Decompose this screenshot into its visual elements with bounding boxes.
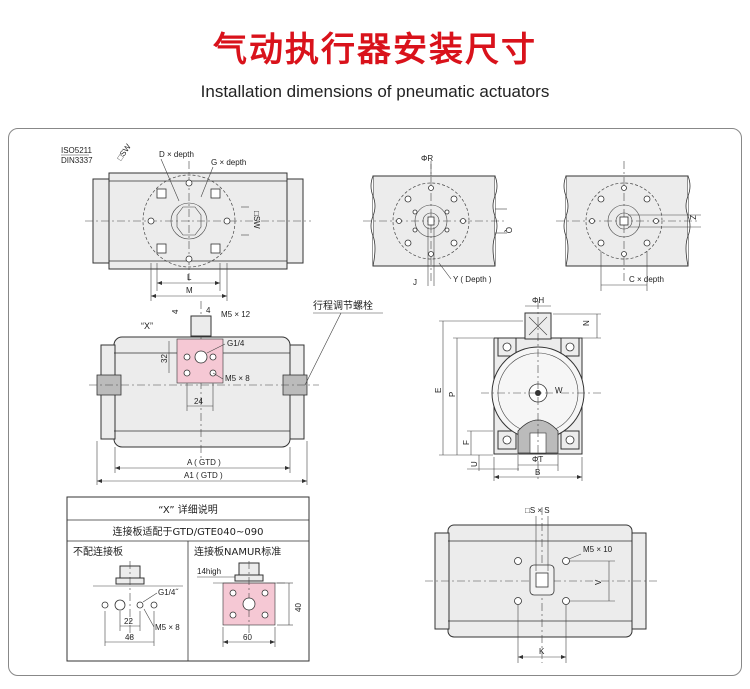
stroke-screw-label: 行程调节螺栓: [313, 299, 373, 312]
std-din-label: DIN3337: [61, 156, 93, 165]
dim-22-label: 22: [124, 617, 133, 626]
c-depth-label: C × depth: [629, 275, 664, 284]
dim-n-label: N: [582, 320, 591, 326]
g14-label: G1/4: [227, 339, 245, 348]
bottom-view: □S × S M5 × 10 V K: [425, 506, 657, 663]
a-gtd-label: A ( GTD ): [187, 458, 221, 467]
top-view: ISO5211 DIN3337 □SW D × depth G × depth …: [61, 142, 311, 301]
a1-gtd-label: A1 ( GTD ): [184, 471, 223, 480]
side-view: ΦH N E P W F U ΦT B: [434, 296, 601, 481]
dim-u-label: U: [470, 461, 479, 467]
drawing-frame: ISO5211 DIN3337 □SW D × depth G × depth …: [8, 128, 742, 676]
phi-r-label: ΦR: [421, 154, 433, 163]
left-g14-label: G1/4˝: [158, 588, 179, 597]
dim-24-label: 24: [194, 397, 203, 406]
high14-label: 14high: [197, 567, 221, 576]
dim-40-label: 40: [294, 603, 303, 612]
x-marker-label: “X”: [141, 321, 153, 331]
dim-32-label: 32: [160, 354, 169, 363]
g-depth-label: G × depth: [211, 158, 246, 167]
m5x10-label: M5 × 10: [583, 545, 613, 554]
dim-b-label: B: [535, 468, 540, 477]
front-view: “X” 4 4 M5 × 12 G1/4 32 M5 × 8 24 A ( GT…: [89, 299, 383, 485]
sxs-label: □S × S: [525, 506, 550, 515]
page-title: 气动执行器安装尺寸: [213, 30, 537, 70]
page-subtitle: Installation dimensions of pneumatic act…: [200, 82, 550, 101]
m5x8-label: M5 × 8: [225, 374, 250, 383]
dim-m-label: M: [186, 286, 193, 295]
m5x12-label: M5 × 12: [221, 310, 251, 319]
detail-view-b: Z C × depth: [556, 161, 701, 291]
dim-4-label: 4: [171, 309, 180, 314]
dim-w-label: W: [555, 386, 563, 395]
x-detail-heading: “X” 详细说明: [158, 503, 217, 516]
left-m5x8-label: M5 × 8: [155, 623, 180, 632]
dim-f-label: F: [462, 440, 471, 445]
y-depth-label: Y ( Depth ): [453, 275, 492, 284]
dim-k-label: K: [539, 647, 545, 656]
right-panel-title: 连接板NAMUR标准: [194, 545, 281, 558]
dim-q-label: Q: [504, 227, 513, 233]
sw-side-label: □SW: [252, 211, 261, 229]
dim-z-label: Z: [688, 215, 697, 220]
dim-60-label: 60: [243, 633, 252, 642]
dim-p-label: P: [448, 392, 457, 397]
sw-diag-label: □SW: [115, 142, 133, 162]
dim-48-label: 48: [125, 633, 134, 642]
d-depth-label: D × depth: [159, 150, 194, 159]
dim-l-label: L: [187, 273, 192, 282]
dim-4b-label: 4: [206, 306, 211, 315]
dim-e-label: E: [434, 388, 443, 393]
detail-view-a: ΦR Q J Y ( Depth ): [363, 154, 513, 287]
technical-drawing: ISO5211 DIN3337 □SW D × depth G × depth …: [61, 142, 701, 663]
dim-j-label: J: [413, 278, 417, 287]
std-iso-label: ISO5211: [61, 146, 93, 155]
left-panel-title: 不配连接板: [73, 545, 123, 558]
phi-h-label: ΦH: [532, 296, 544, 305]
x-detail-subheading: 连接板适配于GTD/GTE040~090: [113, 525, 264, 538]
phi-t-label: ΦT: [532, 455, 543, 464]
x-detail-panel: “X” 详细说明 连接板适配于GTD/GTE040~090 不配连接板 连接板N…: [66, 496, 310, 662]
dim-v-label: V: [594, 579, 603, 585]
